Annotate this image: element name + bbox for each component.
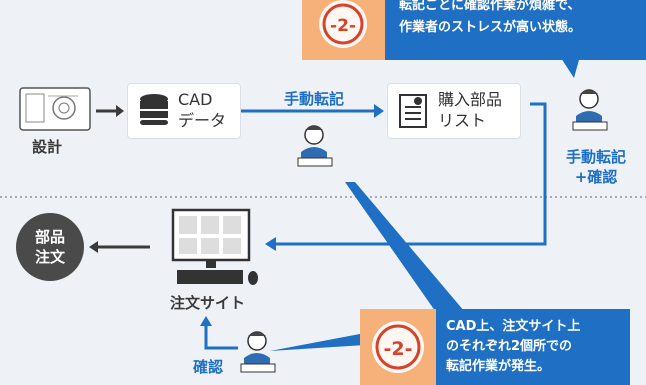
manual-transfer-confirm-line2: +確認 xyxy=(574,168,618,186)
parts-label-line2: リスト xyxy=(438,111,487,130)
bottom-callout-pointer-1 xyxy=(345,182,470,318)
top-callout: 転記ごとに確認作業が煩雑で、 作業者のストレスが高い状態。 xyxy=(385,0,646,60)
parts-order-line1: 部品 xyxy=(34,228,65,246)
parts-order-line2: 注文 xyxy=(34,248,65,266)
top-callout-badge-panel: -2- xyxy=(302,0,385,60)
manual-transfer-label: 手動転記 xyxy=(283,90,344,108)
worker-icon-bottom xyxy=(240,331,276,373)
worker-icon-top xyxy=(297,125,333,167)
list-gear-icon xyxy=(399,94,427,128)
arrowhead-to-order-site xyxy=(265,237,276,251)
confirm-label: 確認 xyxy=(192,358,223,376)
top-callout-badge-text: -2- xyxy=(330,16,356,36)
arrowhead-confirm-up xyxy=(200,316,212,326)
design-node: 設計 xyxy=(14,86,98,156)
bottom-callout-line2: のそれぞれ2個所での xyxy=(446,339,573,354)
top-callout-line2: 作業者のストレスが高い状態。 xyxy=(399,20,582,35)
design-label: 設計 xyxy=(32,138,63,156)
worker-icon-right xyxy=(572,89,608,131)
confirm-route xyxy=(204,324,238,350)
database-icon xyxy=(140,94,168,125)
cad-node: CAD データ xyxy=(128,84,240,138)
top-callout-line1: 転記ごとに確認作業が煩雑で、 xyxy=(399,0,581,13)
route-parts-to-order xyxy=(275,102,547,246)
parts-label-line1: 購入部品 xyxy=(438,90,503,109)
cad-label-line2: データ xyxy=(178,111,227,130)
arrowhead-site-to-order xyxy=(89,241,98,253)
order-site-label: 注文サイト xyxy=(170,294,246,312)
parts-order-node: 部品 注文 xyxy=(16,213,84,281)
bottom-callout-pointer-2 xyxy=(270,333,365,351)
cad-label-line1: CAD xyxy=(178,90,213,109)
bottom-callout: CAD上、注文サイト上 のそれぞれ2個所での 転記作業が発生。 xyxy=(436,309,630,385)
bottom-callout-badge-text: -2- xyxy=(384,338,413,360)
bottom-callout-line3: 転記作業が発生。 xyxy=(446,359,551,374)
manual-transfer-confirm-line1: 手動転記 xyxy=(565,148,626,166)
arrowhead-cad-to-parts xyxy=(374,104,384,118)
blueprint-icon xyxy=(19,87,91,131)
stressed-face-icon: -2- xyxy=(319,0,367,48)
bottom-callout-badge-panel: -2- xyxy=(360,309,436,385)
parts-list-node: 購入部品 リスト xyxy=(388,84,520,138)
arrowhead-design-to-cad xyxy=(116,105,124,117)
stressed-face-icon: -2- xyxy=(372,321,424,373)
computer-icon xyxy=(171,208,258,285)
bottom-callout-line1: CAD上、注文サイト上 xyxy=(446,319,581,334)
